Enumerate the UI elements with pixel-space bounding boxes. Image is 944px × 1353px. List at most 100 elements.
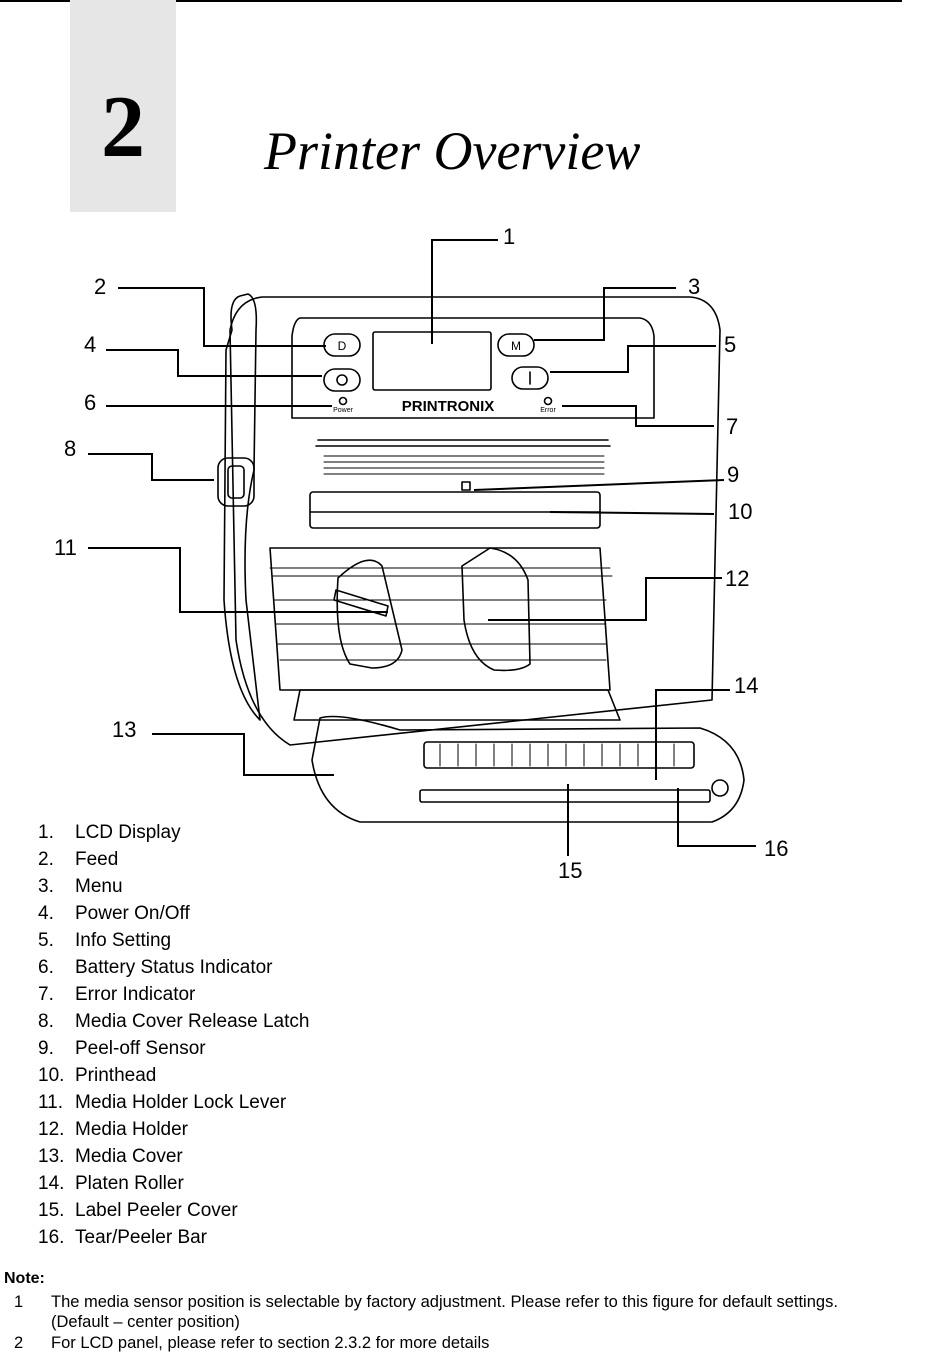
note-text: (Default – center position): [51, 1313, 240, 1331]
item-number: 11.: [38, 1092, 64, 1113]
list-item: 6. Battery Status Indicator: [38, 954, 309, 981]
leader-line-12: [488, 577, 722, 621]
callout-2: 2: [94, 274, 106, 299]
list-item: 3. Menu: [38, 873, 309, 900]
item-number: 7.: [38, 984, 54, 1005]
leader-line-1: [431, 239, 498, 344]
leader-line-11: [88, 547, 388, 613]
item-number: 14.: [38, 1173, 65, 1194]
item-number: 1.: [38, 822, 54, 843]
power-button[interactable]: [323, 368, 361, 392]
parts-list: 1. LCD Display 2. Feed 3. Menu 4.Power On/O…: [38, 819, 309, 1251]
item-label: Media Cover: [75, 1146, 183, 1167]
item-number: 10.: [38, 1065, 65, 1086]
media-holder-right[interactable]: [461, 547, 531, 672]
list-item: 13. Media Cover: [38, 1143, 309, 1170]
leader-line-2: [118, 287, 326, 347]
cover-release-latch[interactable]: [217, 457, 255, 507]
item-number: 15.: [38, 1200, 65, 1221]
error-led-label: Error: [540, 407, 556, 414]
feed-button[interactable]: D: [323, 333, 361, 357]
callout-6: 6: [84, 390, 96, 415]
item-number: 13.: [38, 1146, 65, 1167]
callout-15: 15: [558, 858, 582, 883]
callout-5: 5: [724, 332, 736, 357]
info-button[interactable]: [511, 366, 549, 390]
list-item: 9. Peel-off Sensor: [38, 1035, 309, 1062]
item-label: Feed: [75, 849, 119, 870]
list-item: 12. Media Holder: [38, 1116, 309, 1143]
callout-3: 3: [688, 274, 700, 299]
callout-10: 10: [728, 499, 752, 524]
item-label: Media Cover Release Latch: [75, 1011, 310, 1032]
list-item: 15. Label Peeler Cover: [38, 1197, 309, 1224]
callout-14: 14: [734, 673, 758, 698]
leader-line-13: [152, 733, 334, 776]
item-label: Tear/Peeler Bar: [75, 1227, 208, 1248]
leader-line-14: [655, 689, 730, 780]
belt-clip: [223, 293, 261, 721]
item-label: Battery Status Indicator: [75, 957, 273, 978]
media-holder-left[interactable]: [336, 559, 403, 669]
item-number: 2.: [38, 849, 54, 870]
callout-11: 11: [54, 535, 77, 560]
callout-13: 13: [112, 717, 136, 742]
media-cover[interactable]: [311, 715, 745, 823]
leader-line-8: [88, 453, 214, 481]
top-panel: [291, 317, 655, 419]
callout-8: 8: [64, 436, 76, 461]
tear-peeler-bar: [419, 789, 711, 803]
item-number: 6.: [38, 957, 54, 978]
list-item: 5. Info Setting: [38, 927, 309, 954]
chapter-number: 2: [101, 79, 145, 176]
item-number: 4.: [38, 903, 54, 924]
item-label: Info Setting: [75, 930, 172, 951]
leader-line-16: [677, 788, 756, 847]
chapter-title: Printer Overview: [264, 121, 641, 181]
callout-16: 16: [764, 836, 788, 861]
list-item: 2. Feed: [38, 846, 309, 873]
note-number: 2: [14, 1334, 24, 1352]
media-holder-lock-lever[interactable]: [333, 589, 389, 617]
callout-7: 7: [726, 414, 738, 439]
chapter-number-box: [70, 0, 176, 212]
list-item: 4.Power On/Off: [38, 900, 309, 927]
note-heading: Note:: [4, 1270, 45, 1287]
item-number: 5.: [38, 930, 54, 951]
item-number: 12.: [38, 1119, 65, 1140]
item-label: LCD Display: [75, 822, 181, 843]
item-number: 16.: [38, 1227, 65, 1248]
battery-led-icon: [338, 396, 348, 406]
leader-line-4: [106, 349, 322, 377]
leader-line-5: [550, 345, 716, 373]
item-label: Platen Roller: [75, 1173, 184, 1194]
item-number: 3.: [38, 876, 54, 897]
brand-label: PRINTRONIX: [402, 398, 495, 415]
item-label: Media Holder Lock Lever: [75, 1092, 287, 1113]
item-number: 9.: [38, 1038, 54, 1059]
callout-9: 9: [727, 462, 739, 487]
platen-roller: [423, 741, 695, 769]
error-led-icon: [543, 396, 553, 406]
printhead: [309, 491, 601, 529]
header-rule: [0, 0, 902, 2]
list-item: 10.Printhead: [38, 1062, 309, 1089]
callout-1: 1: [503, 224, 515, 249]
callout-4: 4: [84, 332, 96, 357]
leader-line-7: [562, 405, 714, 427]
item-label: Label Peeler Cover: [75, 1200, 238, 1221]
menu-button[interactable]: M: [497, 333, 535, 357]
list-item: 8. Media Cover Release Latch: [38, 1008, 309, 1035]
note-number: 1: [14, 1293, 24, 1311]
item-label: Media Holder: [75, 1119, 188, 1140]
printer-body-outline: [229, 296, 721, 746]
item-label: Error Indicator: [75, 984, 196, 1005]
peel-sensor-window: [461, 481, 471, 491]
callout-12: 12: [725, 566, 749, 591]
list-item: 1. LCD Display: [38, 819, 309, 846]
leader-line-10: [549, 511, 715, 515]
item-label: Peel-off Sensor: [75, 1038, 206, 1059]
item-label: Menu: [75, 876, 123, 897]
list-item: 16. Tear/Peeler Bar: [38, 1224, 309, 1251]
item-number: 8.: [38, 1011, 54, 1032]
